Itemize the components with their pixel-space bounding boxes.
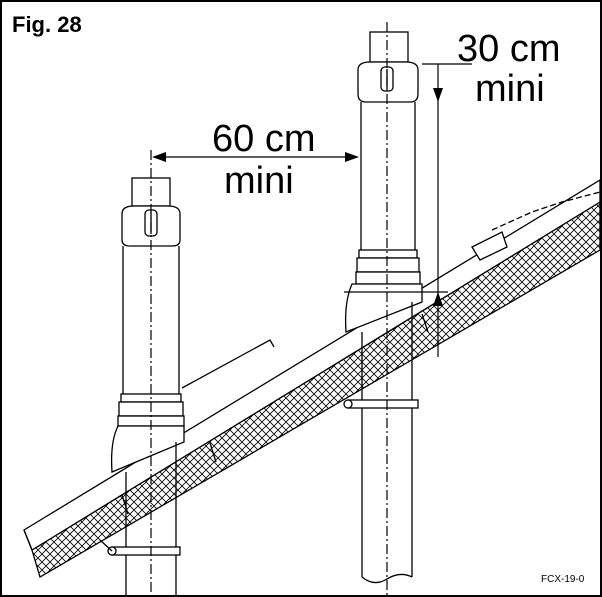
roof-tile: [471, 231, 508, 261]
vertical-clearance-value: 30 cm: [457, 28, 561, 70]
flue-right: [343, 31, 423, 584]
roof-insulation: [31, 201, 600, 578]
roof-covering: [23, 179, 600, 551]
flue-right-cap: [369, 31, 409, 63]
reference-code: FCX-19-0: [541, 574, 585, 585]
roof: [23, 179, 600, 578]
dimension-lines: [150, 22, 472, 595]
figure-title: Fig. 28: [12, 12, 82, 37]
horizontal-spacing-qualifier: mini: [224, 160, 294, 202]
vertical-clearance-qualifier: mini: [475, 68, 545, 110]
horizontal-spacing-value: 60 cm: [212, 118, 316, 160]
